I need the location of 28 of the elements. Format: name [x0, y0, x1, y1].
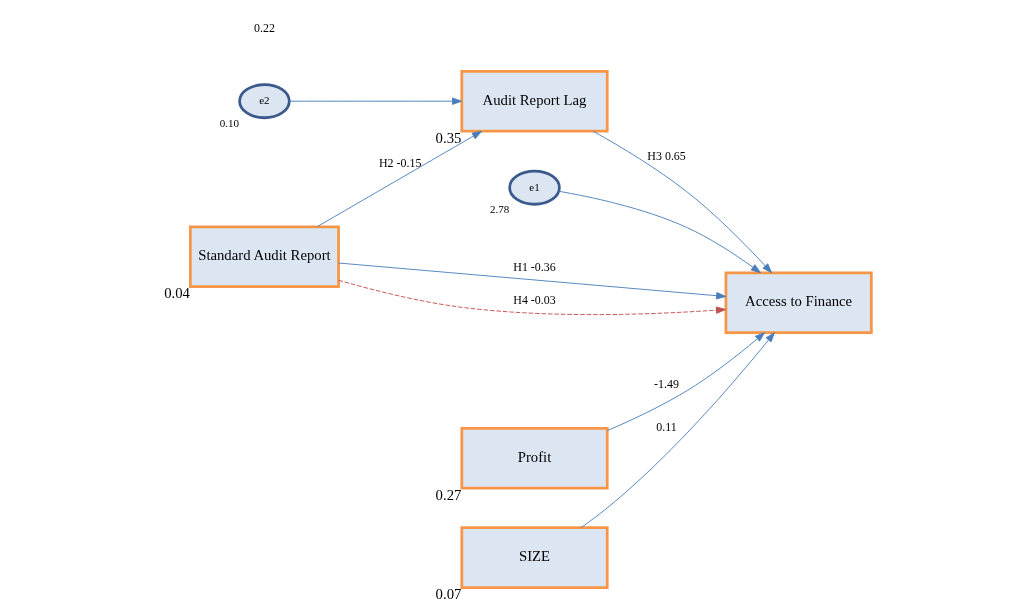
node-box: SIZE	[459, 526, 609, 589]
edge-label: 0.11	[655, 419, 677, 434]
node-label: 0.35	[435, 129, 461, 146]
edge-label: -1.49	[653, 376, 679, 391]
arrow	[558, 190, 761, 274]
edge-label: H1 -0.36	[512, 259, 556, 274]
node-box: Profit	[459, 426, 609, 490]
label: 0.22	[253, 20, 275, 35]
edge-label: H2 -0.15	[378, 155, 421, 170]
node-box: Audit Report Lag	[459, 69, 609, 133]
node-box: Standard Audit Report	[188, 225, 340, 288]
arrow	[337, 262, 726, 300]
arrow	[337, 279, 726, 316]
edge-label: H3 0.65	[646, 149, 686, 164]
arrow	[592, 130, 772, 274]
node-label: 0.04	[163, 285, 190, 302]
node-label: 0.07	[435, 586, 461, 603]
node-label: 0.27	[435, 486, 461, 503]
arrow	[288, 97, 462, 105]
node-ellipse: e1	[507, 169, 561, 206]
arrow	[316, 130, 482, 228]
node-box: Access to Finance	[724, 271, 873, 334]
node-label: 0.10	[219, 116, 239, 129]
node-label: 2.78	[489, 203, 509, 216]
arrow	[580, 332, 775, 529]
arrow	[606, 332, 765, 431]
edge-label: H4 -0.03	[512, 293, 556, 307]
node-ellipse: e2	[237, 83, 291, 120]
